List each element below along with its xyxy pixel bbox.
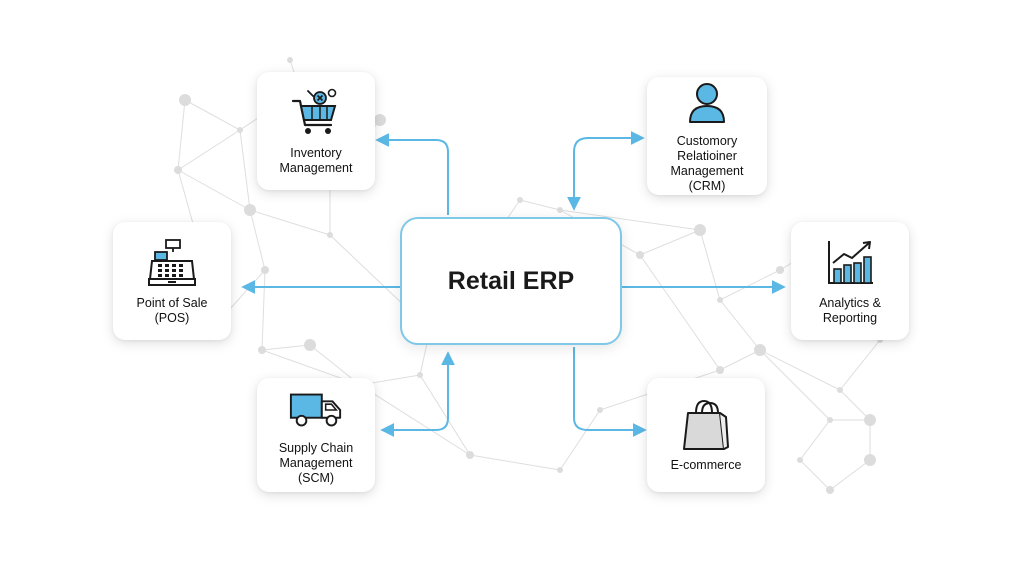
module-inventory-management[interactable]: Inventory Management — [257, 72, 375, 190]
cash-register-icon — [144, 236, 200, 290]
network-node — [557, 467, 563, 473]
network-node — [304, 339, 316, 351]
network-node — [597, 407, 603, 413]
network-node — [826, 486, 834, 494]
network-node — [776, 266, 784, 274]
network-node — [179, 94, 191, 106]
network-link — [184, 99, 241, 131]
network-node — [837, 387, 843, 393]
network-link — [261, 269, 266, 351]
module-crm[interactable]: Customory Relatioiner Management (CRM) — [647, 77, 767, 195]
network-node — [261, 266, 269, 274]
network-link — [719, 269, 781, 301]
network-link — [239, 129, 251, 211]
network-link — [639, 229, 701, 256]
network-link — [699, 229, 721, 301]
module-pos[interactable]: Point of Sale (POS) — [113, 222, 231, 340]
analytics-label: Analytics & Reporting — [819, 296, 881, 325]
network-link — [719, 299, 761, 351]
network-node — [174, 166, 182, 174]
network-node — [636, 251, 644, 259]
network-node — [694, 224, 706, 236]
pos-label: Point of Sale (POS) — [136, 296, 208, 325]
network-link — [519, 199, 561, 211]
network-node — [864, 454, 876, 466]
scm-label: Supply Chain Management (SCM) — [278, 441, 354, 485]
module-supply-chain[interactable]: Supply Chain Management (SCM) — [257, 378, 375, 492]
network-node — [287, 57, 293, 63]
network-link — [759, 349, 841, 391]
network-node — [517, 197, 523, 203]
network-link — [639, 254, 721, 371]
network-link — [839, 339, 881, 391]
delivery-truck-icon — [288, 384, 344, 435]
network-node — [374, 114, 386, 126]
shopping-cart-icon — [288, 86, 344, 140]
network-link — [177, 99, 186, 171]
arrow-scm — [380, 351, 455, 437]
arrow-to-ecommerce — [573, 347, 647, 437]
network-node — [827, 417, 833, 423]
arrow-to-inventory — [375, 133, 449, 215]
network-node — [797, 457, 803, 463]
hub-title: Retail ERP — [447, 266, 575, 295]
network-link — [559, 409, 601, 471]
inventory-label: Inventory Management — [279, 146, 353, 175]
network-node — [327, 232, 333, 238]
network-node — [716, 366, 724, 374]
arrow-crm — [567, 131, 645, 211]
network-node — [258, 346, 266, 354]
user-icon — [679, 78, 735, 128]
ecommerce-label: E-commerce — [670, 457, 742, 472]
network-node — [754, 344, 766, 356]
network-link — [829, 459, 871, 491]
network-node — [864, 414, 876, 426]
network-node — [557, 207, 563, 213]
network-node — [466, 451, 474, 459]
module-ecommerce[interactable]: E-commerce — [647, 378, 765, 492]
crm-label: Customory Relatioiner Management (CRM) — [670, 134, 744, 193]
network-link — [839, 389, 871, 421]
network-node — [237, 127, 243, 133]
network-node — [244, 204, 256, 216]
retail-erp-hub[interactable]: Retail ERP — [400, 217, 622, 345]
network-link — [177, 129, 241, 171]
network-link — [799, 419, 831, 461]
network-link — [759, 349, 831, 421]
network-node — [717, 297, 723, 303]
network-link — [249, 209, 331, 236]
network-link — [261, 344, 311, 351]
network-link — [799, 459, 831, 491]
module-analytics-reporting[interactable]: Analytics & Reporting — [791, 222, 909, 340]
network-link — [559, 209, 701, 231]
network-link — [177, 169, 251, 211]
shopping-bag-icon — [678, 398, 734, 452]
network-link — [249, 209, 266, 271]
bar-chart-icon — [822, 236, 878, 290]
network-link — [719, 349, 761, 371]
network-link — [469, 454, 561, 471]
